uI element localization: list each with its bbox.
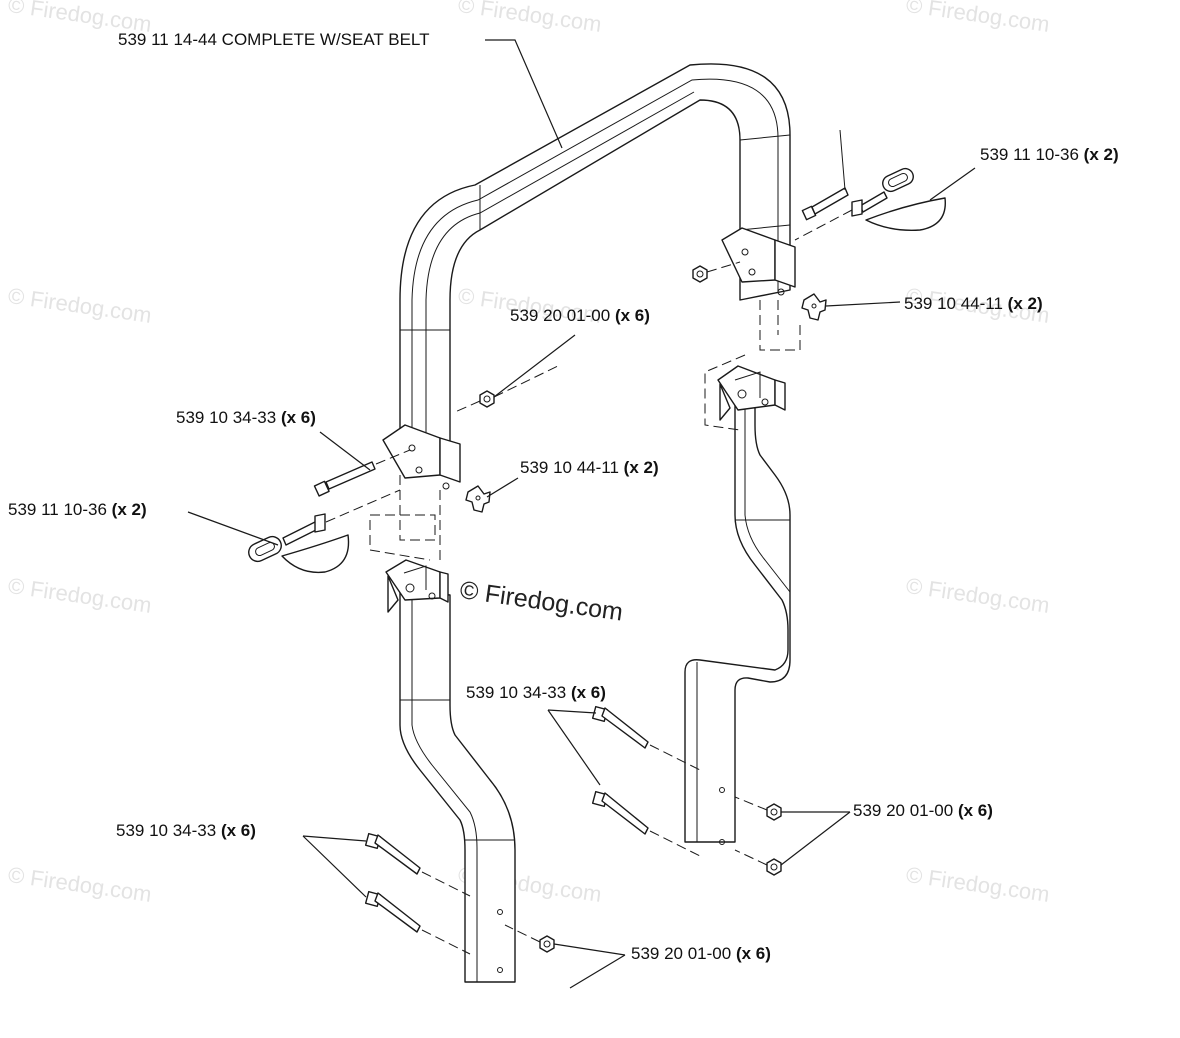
bolt xyxy=(591,705,701,771)
bolt xyxy=(364,832,471,897)
bolt xyxy=(591,790,701,857)
knob xyxy=(465,485,491,513)
upper-right-bracket xyxy=(721,227,796,296)
lower-right-upright xyxy=(684,365,791,845)
callout-label: 539 10 44-11 (x 2) xyxy=(520,458,659,477)
knob xyxy=(801,293,827,321)
bolt xyxy=(801,129,849,221)
alignment-guides xyxy=(369,300,801,561)
nut xyxy=(454,364,561,413)
nut xyxy=(734,849,782,876)
nut xyxy=(734,796,782,821)
callout-label: 539 11 14-44 COMPLETE W/SEAT BELT xyxy=(118,30,430,49)
lower-left-upright xyxy=(385,559,516,983)
bolt xyxy=(364,890,471,955)
nut xyxy=(504,924,555,953)
upper-roll-bar xyxy=(399,63,791,446)
leader-lines xyxy=(187,39,976,989)
bolt xyxy=(313,449,411,497)
nut xyxy=(692,261,741,283)
callout-label: 539 20 01-00 (x 6) xyxy=(631,944,771,963)
callout-label: 539 11 10-36 (x 2) xyxy=(8,500,147,519)
callout-label: 539 10 44-11 (x 2) xyxy=(904,294,1043,313)
callout-label: 539 10 34-33 (x 6) xyxy=(466,683,606,702)
callout-label: 539 10 34-33 (x 6) xyxy=(116,821,256,840)
hitch-pin-right xyxy=(794,167,946,241)
hitch-pin-left xyxy=(248,489,401,574)
callout-label: 539 20 01-00 (x 6) xyxy=(510,306,650,325)
callout-label: 539 20 01-00 (x 6) xyxy=(853,801,993,820)
upper-left-bracket xyxy=(382,424,461,490)
callout-label: 539 11 10-36 (x 2) xyxy=(980,145,1119,164)
callout-label: 539 10 34-33 (x 6) xyxy=(176,408,316,427)
